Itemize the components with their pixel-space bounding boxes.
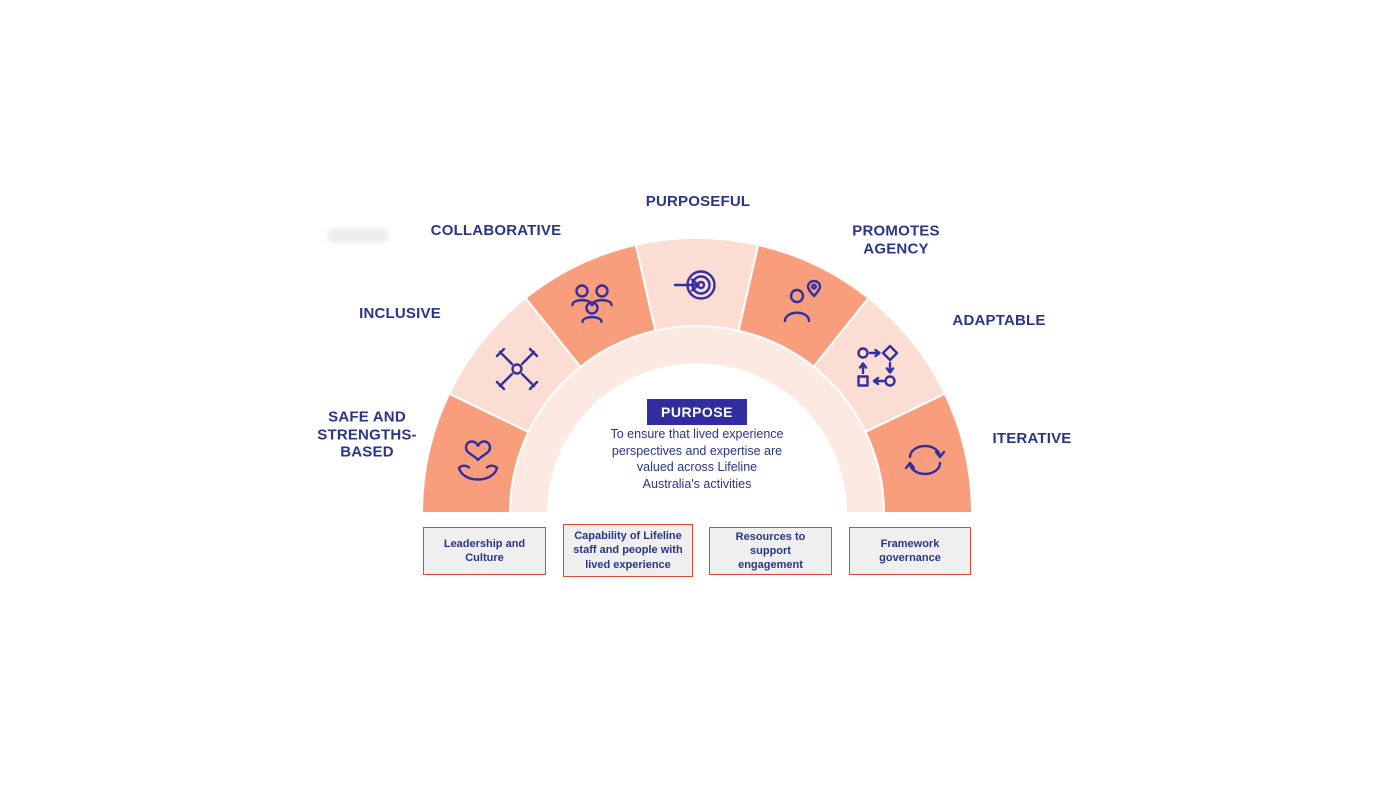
united-hands-icon [495,347,539,391]
target-arrow-icon [673,270,716,300]
purpose-badge: PURPOSE [647,399,747,425]
person-pin-icon [783,279,822,323]
label-promotes-agency: PROMOTES AGENCY [852,222,940,257]
enabler-resources: Resources to support engagement [709,527,832,575]
enabler-capability: Capability of Lifeline staff and people … [563,524,693,577]
purpose-statement: To ensure that lived experience perspect… [610,427,784,491]
enabler-framework-governance: Framework governance [849,527,971,575]
enabler-leadership-culture: Leadership and Culture [423,527,546,575]
label-inclusive: INCLUSIVE [359,305,441,323]
heart-in-hands-icon [457,440,499,481]
blurred-watermark [327,228,389,243]
cycle-arrows-icon [904,444,946,476]
flowchart-icon [857,344,899,387]
wedge-iterative [864,392,974,514]
label-safe-strengths-based: SAFE AND STRENGTHS- BASED [317,408,417,461]
label-collaborative: COLLABORATIVE [430,222,562,240]
people-group-icon [571,284,613,324]
label-adaptable: ADAPTABLE [952,312,1046,330]
label-purposeful: PURPOSEFUL [645,193,751,211]
label-iterative: ITERATIVE [992,430,1072,448]
